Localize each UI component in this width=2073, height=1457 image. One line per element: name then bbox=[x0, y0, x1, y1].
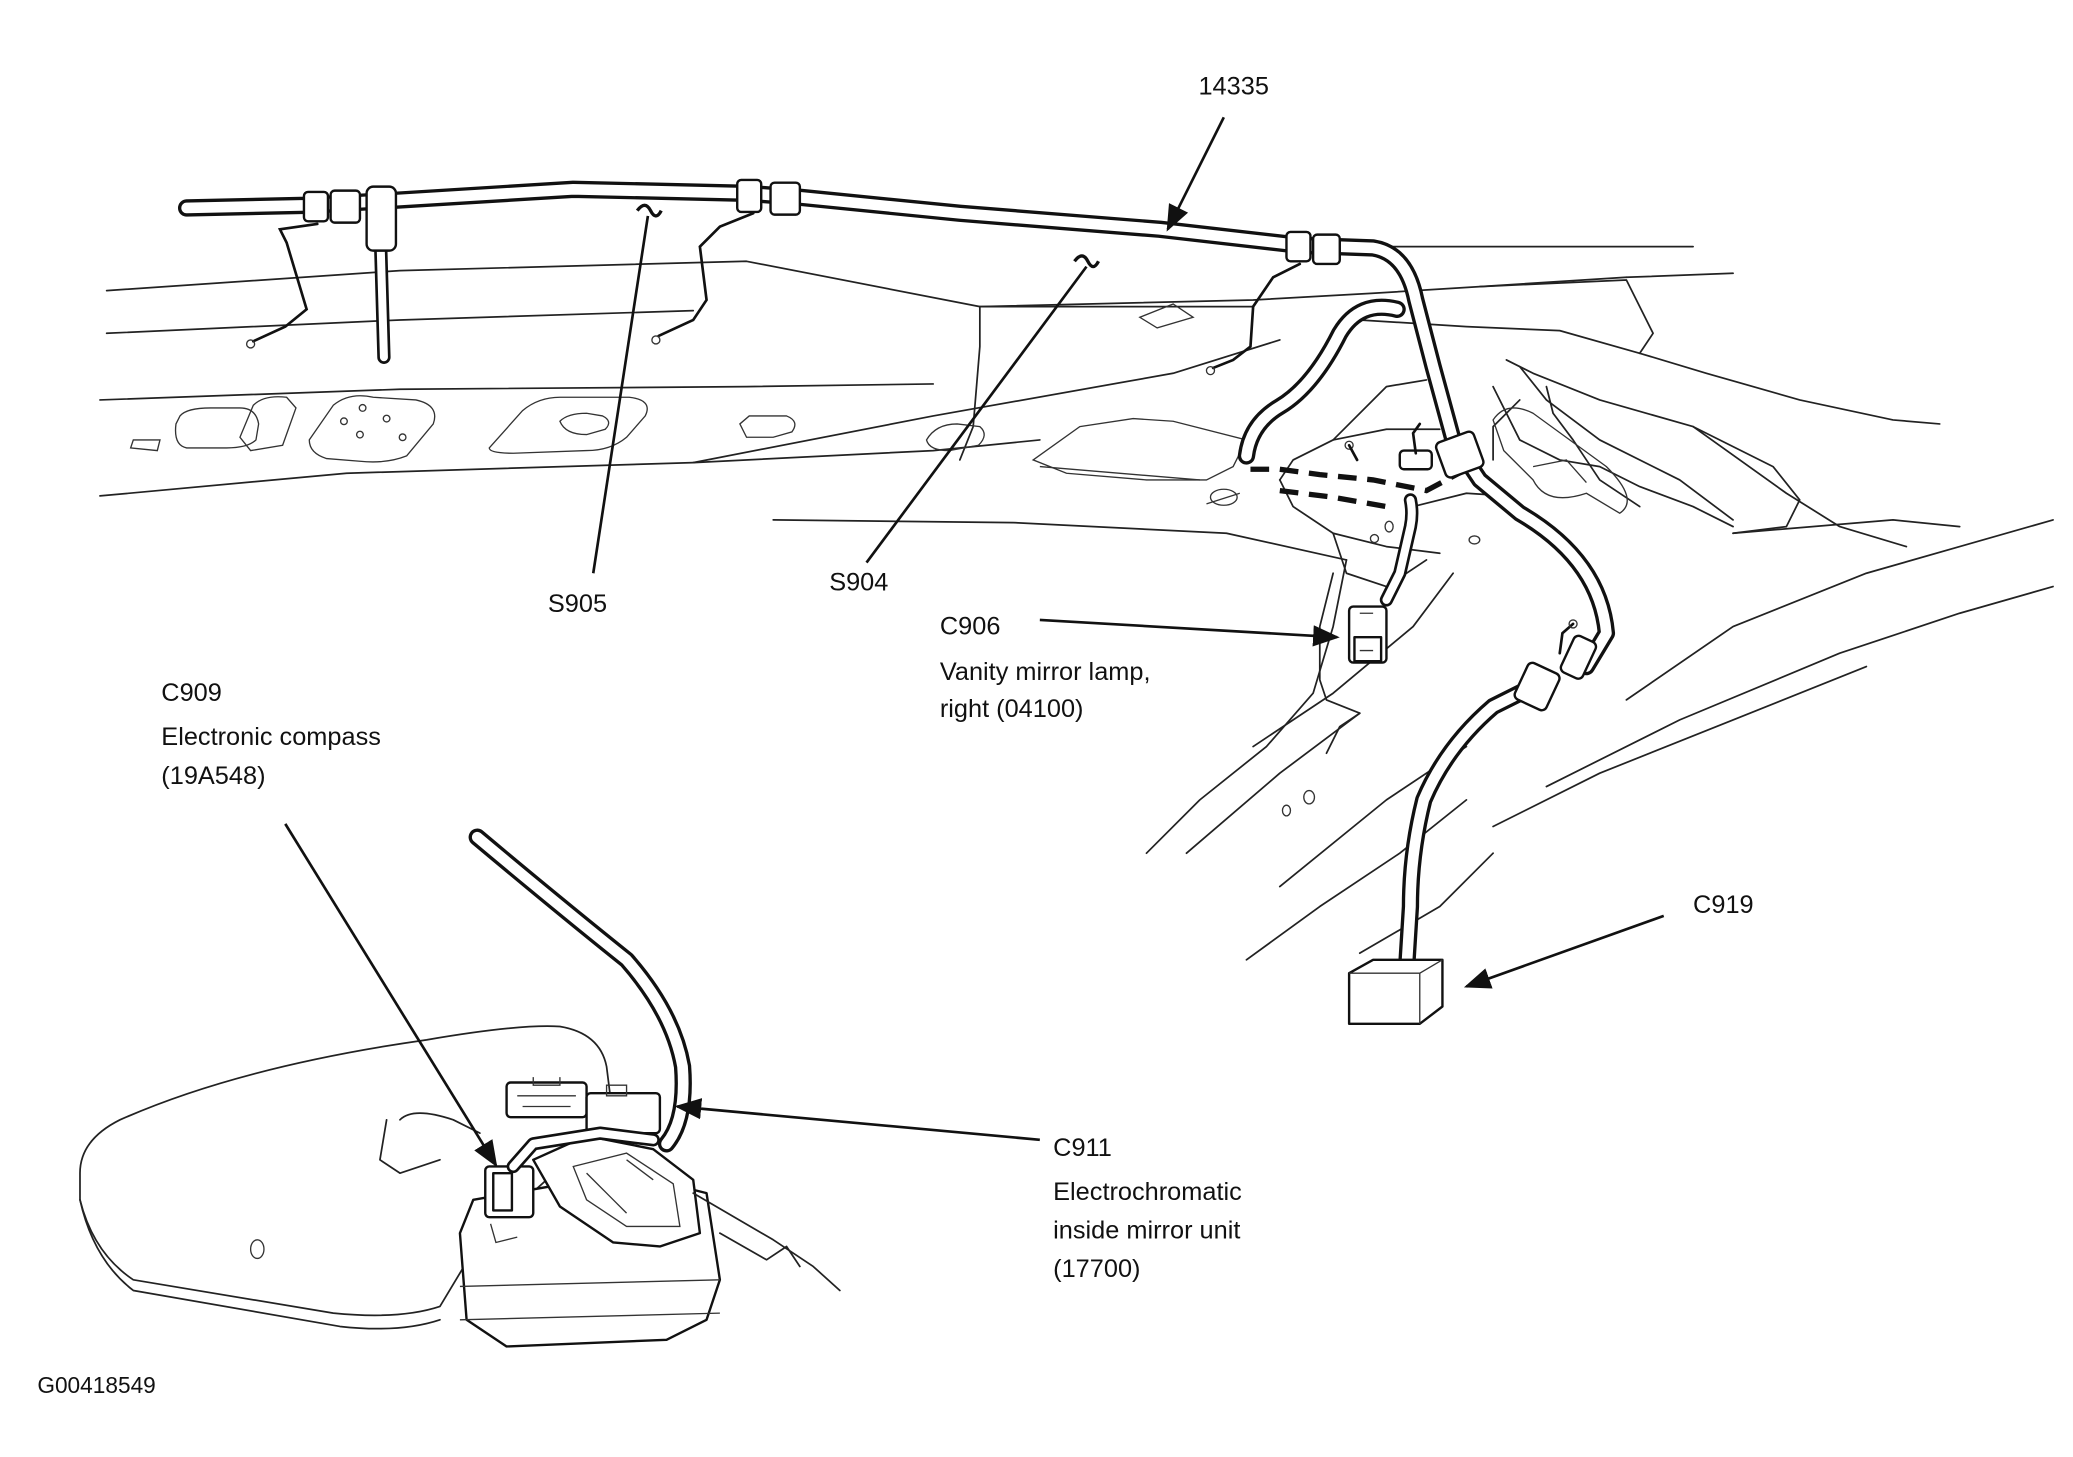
roof-panel bbox=[99, 245, 2054, 961]
leader-lines bbox=[284, 116, 1665, 1168]
c911-code-label: C911 bbox=[1053, 1134, 1112, 1163]
connector-c906 bbox=[1347, 605, 1388, 664]
splice-s904-label: S904 bbox=[829, 569, 889, 598]
splice-s905-label: S905 bbox=[547, 590, 608, 619]
c906-desc-line1: Vanity mirror lamp, bbox=[939, 658, 1151, 687]
c911-desc-line2: inside mirror unit bbox=[1053, 1217, 1241, 1246]
connector-c919 bbox=[1347, 958, 1444, 1026]
c909-code-label: C909 bbox=[161, 679, 222, 708]
figure-id-label: G00418549 bbox=[37, 1373, 156, 1399]
c906-desc-line2: right (04100) bbox=[939, 695, 1084, 724]
mirror-assembly bbox=[79, 828, 841, 1348]
c909-desc-line1: Electronic compass bbox=[161, 723, 381, 752]
c911-desc-line1: Electrochromatic bbox=[1053, 1178, 1242, 1207]
harness-14335 bbox=[177, 178, 1616, 980]
c909-desc-line2: (19A548) bbox=[161, 762, 266, 791]
c919-code-label: C919 bbox=[1693, 891, 1754, 920]
c911-desc-line3: (17700) bbox=[1053, 1255, 1141, 1284]
harness-label: 14335 bbox=[1198, 73, 1269, 102]
c906-code-label: C906 bbox=[939, 613, 1001, 642]
